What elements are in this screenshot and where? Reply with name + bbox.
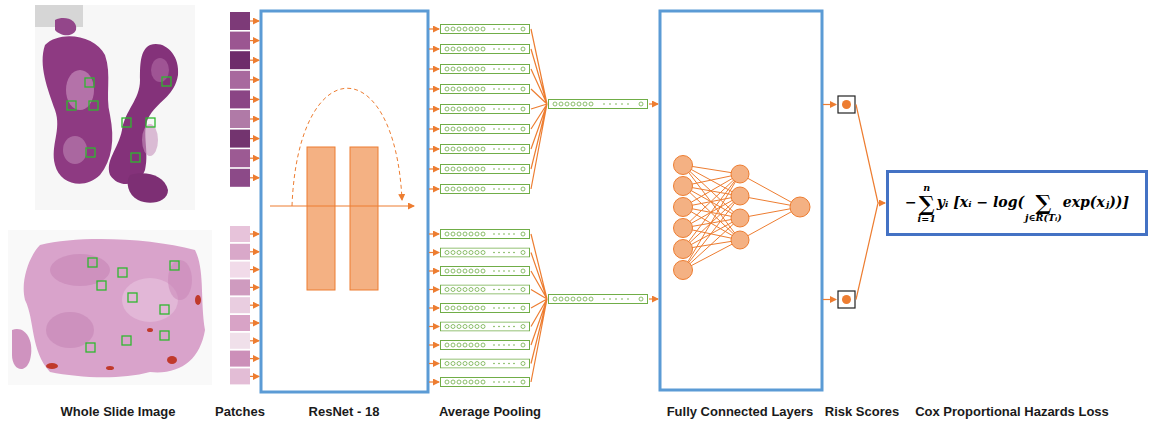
- risk-score-arrows: [823, 105, 836, 300]
- patch-strip: [230, 12, 250, 384]
- formula: −n∑i=1yᵢ [xᵢ − log(∑j∈R(Tᵢ)exp(xⱼ))]: [905, 183, 1129, 224]
- formula-part: yᵢ [xᵢ − log(: [937, 195, 1024, 210]
- feature-vectors: [441, 25, 530, 387]
- resnet-block: [261, 11, 428, 392]
- loss-formula-box: −n∑i=1yᵢ [xᵢ − log(∑j∈R(Tᵢ)exp(xⱼ))]: [886, 170, 1148, 236]
- feature-arrows: [429, 29, 439, 382]
- formula-part: n: [923, 183, 930, 193]
- pooled-vectors: [549, 100, 648, 304]
- slide-image-top: [35, 5, 195, 210]
- stage-label: ResNet - 18: [309, 404, 380, 419]
- formula-part: i=1: [918, 214, 936, 224]
- stage-label: Cox Proportional Hazards Loss: [915, 404, 1109, 419]
- formula-part: −: [905, 195, 917, 210]
- stage-label: Whole Slide Image: [61, 404, 176, 419]
- stage-label: Risk Scores: [825, 404, 899, 419]
- stage-label: Average Pooling: [439, 404, 541, 419]
- risk-score-boxes: [838, 96, 855, 308]
- formula-part: ∑: [1036, 192, 1052, 213]
- patch-arrows: [250, 21, 259, 376]
- formula-stack: n∑i=1: [918, 183, 936, 224]
- formula-part: exp(xⱼ))]: [1063, 195, 1129, 210]
- formula-part: ∑: [919, 193, 935, 214]
- stage-label: Fully Connected Layers: [667, 404, 814, 419]
- slide-image-bottom: [8, 230, 212, 385]
- fc-block: [660, 11, 822, 390]
- formula-part: j∈R(Tᵢ): [1025, 213, 1062, 223]
- pooled-arrows: [649, 104, 658, 299]
- stage-label: Patches: [215, 404, 265, 419]
- pooling-lines: [531, 29, 547, 382]
- formula-stack: ∑j∈R(Tᵢ): [1025, 183, 1062, 224]
- loss-merge-lines: [856, 105, 885, 300]
